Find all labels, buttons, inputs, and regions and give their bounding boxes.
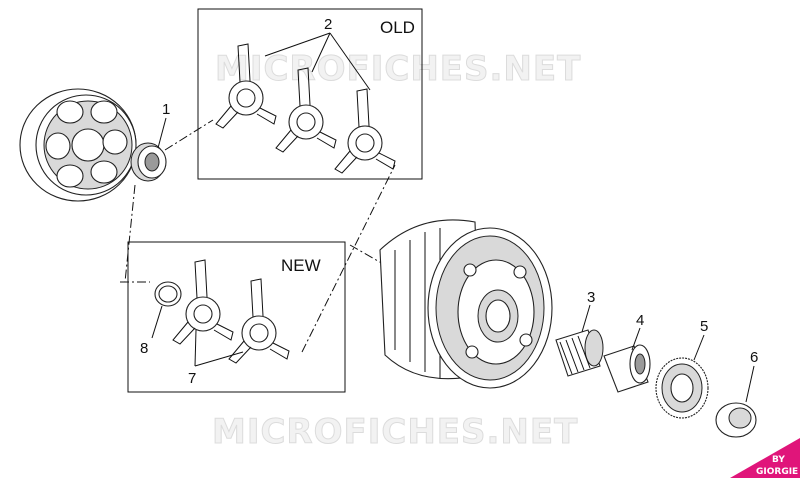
part-5-gear: 5 (655, 318, 709, 419)
watermark-top: MICROFICHES.NET (215, 49, 581, 89)
callout-3: 3 (587, 289, 595, 306)
callout-7: 7 (188, 370, 196, 387)
callout-8: 8 (140, 340, 148, 357)
pressure-plate (19, 88, 137, 202)
old-parts-box (197, 8, 423, 180)
part-6-washer: 6 (715, 349, 758, 438)
new-parts-box (127, 241, 346, 393)
part-8-ring: 8 (140, 281, 182, 357)
brand-line-1: BY (772, 455, 785, 465)
part-4-bushing: 4 (603, 312, 651, 393)
callout-4: 4 (636, 312, 644, 329)
clutch-housing (379, 219, 553, 389)
callout-1: 1 (162, 101, 170, 118)
part-2-old-washers: 2 (215, 16, 396, 174)
callout-2: 2 (324, 16, 332, 33)
part-3-needle-bearing: 3 (555, 289, 604, 377)
part-1-nut: 1 (130, 101, 170, 182)
new-box-label: NEW (281, 256, 321, 275)
brand-line-2: GIORGIE (756, 467, 798, 477)
callout-6: 6 (750, 349, 758, 366)
part-7-new-washers: 7 (172, 259, 290, 387)
assembly-lines (120, 119, 396, 353)
brand-logo: BY GIORGIE (730, 438, 800, 478)
old-box-label: OLD (380, 18, 415, 37)
watermark-bottom: MICROFICHES.NET (212, 412, 578, 452)
callout-5: 5 (700, 318, 708, 335)
